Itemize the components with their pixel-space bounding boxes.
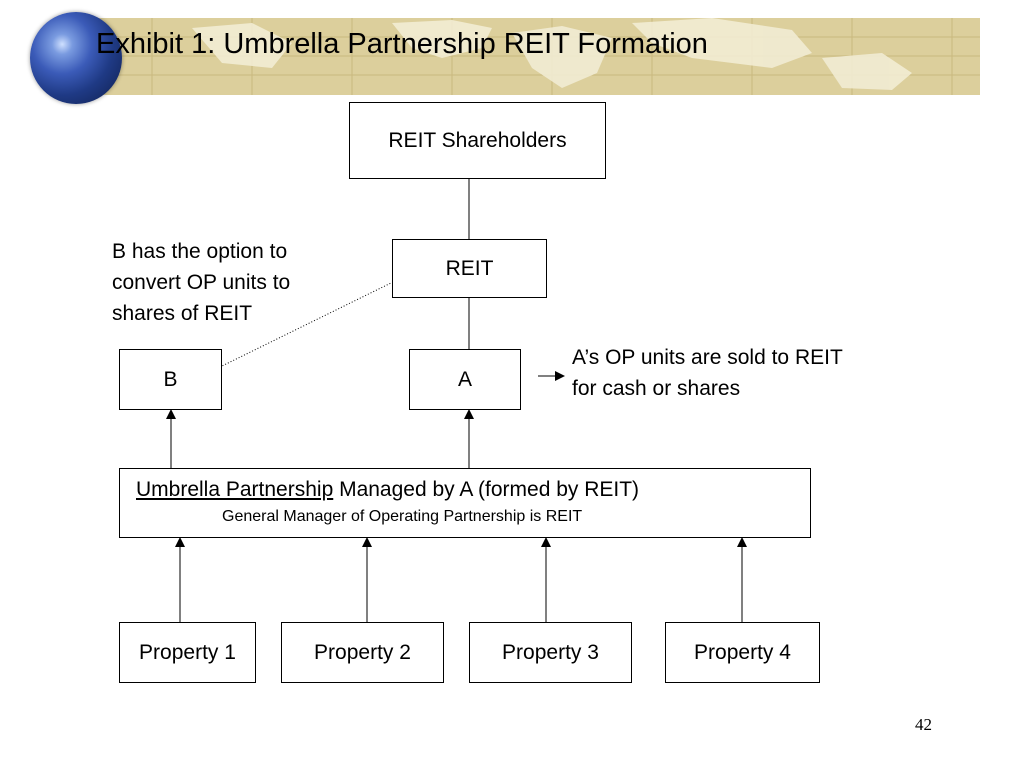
umbrella-partnership-title: Umbrella Partnership Managed by A (forme… <box>136 478 639 502</box>
b-option-line-2: convert OP units to <box>112 271 291 294</box>
property-4-box: Property 4 <box>665 622 820 683</box>
world-map-background <box>92 18 980 95</box>
reit-box: REIT <box>392 239 547 298</box>
b-box: B <box>119 349 222 410</box>
title-banner <box>92 18 980 95</box>
property-3-box: Property 3 <box>469 622 632 683</box>
property-1-box: Property 1 <box>119 622 256 683</box>
slide-title: Exhibit 1: Umbrella Partnership REIT For… <box>96 28 708 60</box>
umbrella-managed-by: Managed by A (formed by REIT) <box>333 478 640 501</box>
page-number: 42 <box>915 715 932 734</box>
b-option-line-1: B has the option to <box>112 240 288 263</box>
globe-logo <box>30 12 122 104</box>
a-sold-note: A’s OP units are sold to REIT for cash o… <box>572 342 843 404</box>
a-box: A <box>409 349 521 410</box>
a-sold-line-2: for cash or shares <box>572 377 741 400</box>
reit-shareholders-box: REIT Shareholders <box>349 102 606 179</box>
a-sold-line-1: A’s OP units are sold to REIT <box>572 346 843 369</box>
umbrella-subtitle: General Manager of Operating Partnership… <box>222 508 583 525</box>
b-option-line-3: shares of REIT <box>112 302 253 325</box>
umbrella-partnership-label: Umbrella Partnership <box>136 478 334 501</box>
b-option-note: B has the option to convert OP units to … <box>112 236 290 329</box>
property-2-box: Property 2 <box>281 622 444 683</box>
umbrella-partnership-box <box>119 468 811 538</box>
